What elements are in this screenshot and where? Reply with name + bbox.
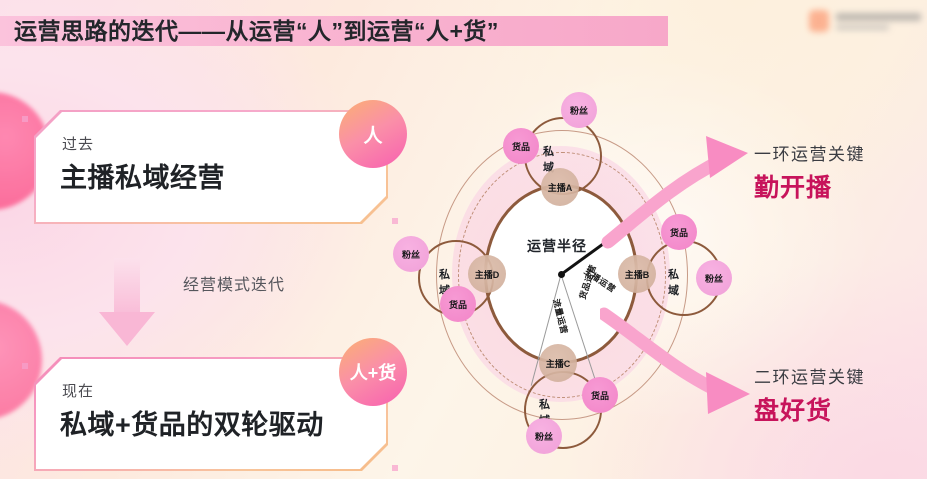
page-title: 运营思路的迭代——从运营“人”到运营“人+货” (14, 18, 499, 44)
watermark-logo (809, 6, 921, 36)
spoke-hub (558, 271, 565, 278)
arrow-head (99, 312, 155, 346)
past-card-headline: 主播私域经营 (60, 163, 225, 193)
privacy-label-b: 私域 (668, 269, 680, 297)
anchor-bubble-b: 主播B (618, 255, 656, 293)
title-highlight-band (0, 16, 668, 46)
anchor-bubble-a: 主播A (541, 168, 579, 206)
arrow-stem (114, 258, 140, 314)
past-card-eyebrow: 过去 (62, 136, 95, 153)
title-banner: 运营思路的迭代——从运营“人”到运营“人+货” (0, 12, 680, 50)
present-card-eyebrow: 现在 (62, 383, 95, 400)
past-card-badge: 人 (339, 100, 407, 168)
present-card: 现在 私域+货品的双轮驱动 (36, 359, 386, 469)
privacy-label-a: 私域 (543, 146, 555, 174)
watermark-text-blur (836, 12, 921, 30)
goods-bubble-a: 货品 (503, 128, 539, 164)
anchor-bubble-c: 主播C (539, 344, 577, 382)
watermark-bar (836, 12, 921, 21)
fans-bubble-d: 粉丝 (393, 236, 429, 272)
corner-dot (392, 218, 398, 224)
fans-bubble-b: 粉丝 (696, 260, 732, 296)
corner-dot (22, 363, 28, 369)
corner-dot (392, 465, 398, 471)
operating-radius-diagram: 运营半径 主播运营 流量运营 货品运营 私域 粉丝 货品 主播A 私域 货品 粉… (393, 88, 732, 460)
ring-two-arrow-icon (600, 307, 750, 414)
corner-dot (22, 116, 28, 122)
fans-bubble-a: 粉丝 (561, 92, 597, 128)
down-arrow-icon (99, 258, 155, 346)
ring-one-annotation: 一环运营关键 勤开播 (754, 140, 865, 204)
watermark-mark-icon (809, 10, 829, 32)
ring-two-annotation: 二环运营关键 盘好货 (754, 363, 865, 427)
ring-one-subtitle: 一环运营关键 (754, 145, 865, 164)
ring-two-subtitle: 二环运营关键 (754, 368, 865, 387)
anchor-bubble-d: 主播D (468, 255, 506, 293)
core-title: 运营半径 (527, 238, 587, 254)
goods-bubble-b: 货品 (661, 214, 697, 250)
ring-one-keyword: 勤开播 (754, 174, 833, 202)
transition-label: 经营模式迭代 (183, 277, 286, 294)
present-card-headline: 私域+货品的双轮驱动 (60, 410, 324, 440)
fans-bubble-c: 粉丝 (526, 418, 562, 454)
present-card-badge: 人+货 (339, 338, 407, 406)
goods-bubble-c: 货品 (582, 377, 618, 413)
watermark-bar (836, 24, 889, 30)
past-card: 过去 主播私域经营 (36, 112, 386, 222)
ring-one-arrow-icon (601, 136, 748, 249)
ring-two-keyword: 盘好货 (754, 397, 833, 425)
goods-bubble-d: 货品 (440, 286, 476, 322)
